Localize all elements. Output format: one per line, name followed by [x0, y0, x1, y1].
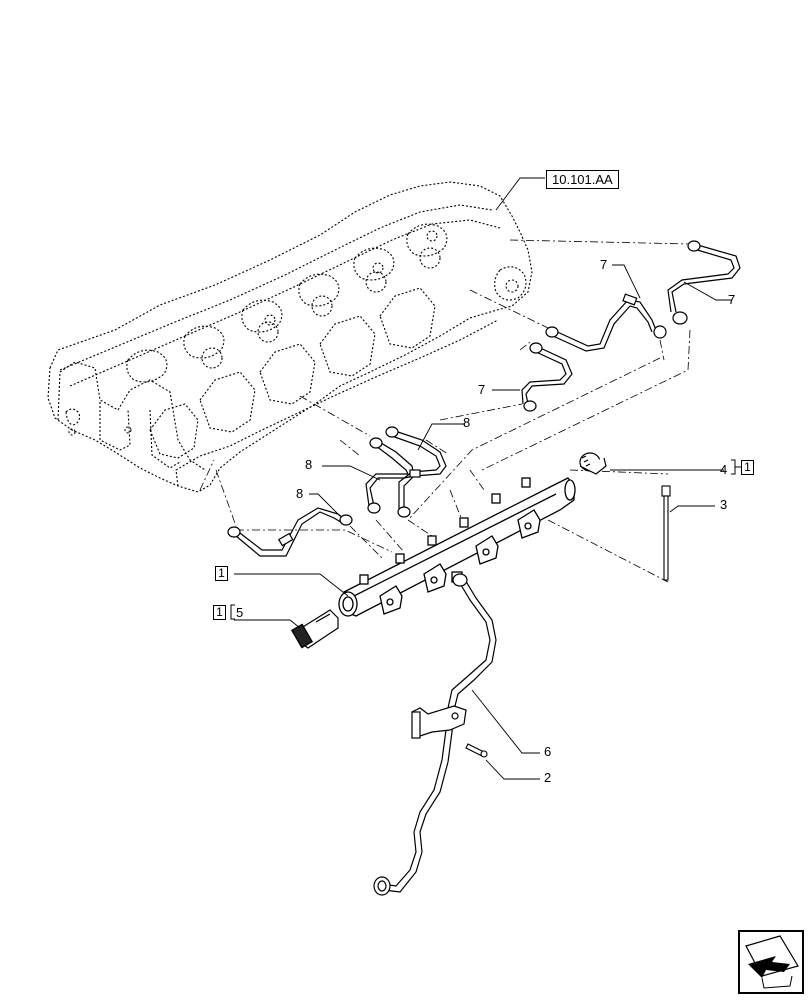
injector-pipe-8-b	[369, 439, 415, 507]
boxed-callout-1: 1	[741, 460, 754, 475]
callout-3: 3	[720, 497, 728, 512]
boxed-callout-1: 1	[213, 605, 226, 620]
stud-3	[661, 485, 671, 581]
pipe-nuts	[227, 240, 701, 547]
pipe-fittings	[373, 573, 468, 896]
callout-5: 5	[236, 605, 244, 620]
callout-7: 7	[600, 257, 608, 272]
cylinder-head-outline	[47, 181, 533, 493]
callout-7: 7	[728, 292, 736, 307]
bracket-line	[230, 604, 235, 620]
leader-lines	[234, 177, 732, 780]
callout-6: 6	[544, 744, 552, 759]
injector-pipe-7-b	[552, 299, 657, 347]
callout-4: 4	[720, 462, 728, 477]
bracket-line	[731, 459, 741, 475]
plug-4	[579, 452, 607, 475]
callout-8: 8	[463, 415, 471, 430]
fuel-pipe-6	[381, 577, 497, 893]
callout-2: 2	[544, 770, 552, 785]
navigation-arrow-icon[interactable]	[738, 930, 804, 994]
callout-7: 7	[478, 382, 486, 397]
injector-pipe-8-c	[235, 507, 347, 551]
pressure-sensor-5	[290, 609, 339, 649]
bolt-2	[465, 743, 488, 758]
phantom-lines	[199, 239, 691, 583]
callout-8: 8	[305, 457, 313, 472]
common-rail	[338, 477, 576, 617]
injector-pipes	[235, 243, 741, 557]
callout-8: 8	[296, 486, 304, 501]
boxed-callout-1: 1	[215, 566, 228, 581]
injector-pipe-7-c	[525, 345, 573, 405]
injector-pipe-7-a	[671, 243, 741, 313]
reference-box[interactable]: 10.101.AA	[546, 170, 619, 189]
injector-pipe-8-a	[391, 429, 447, 510]
